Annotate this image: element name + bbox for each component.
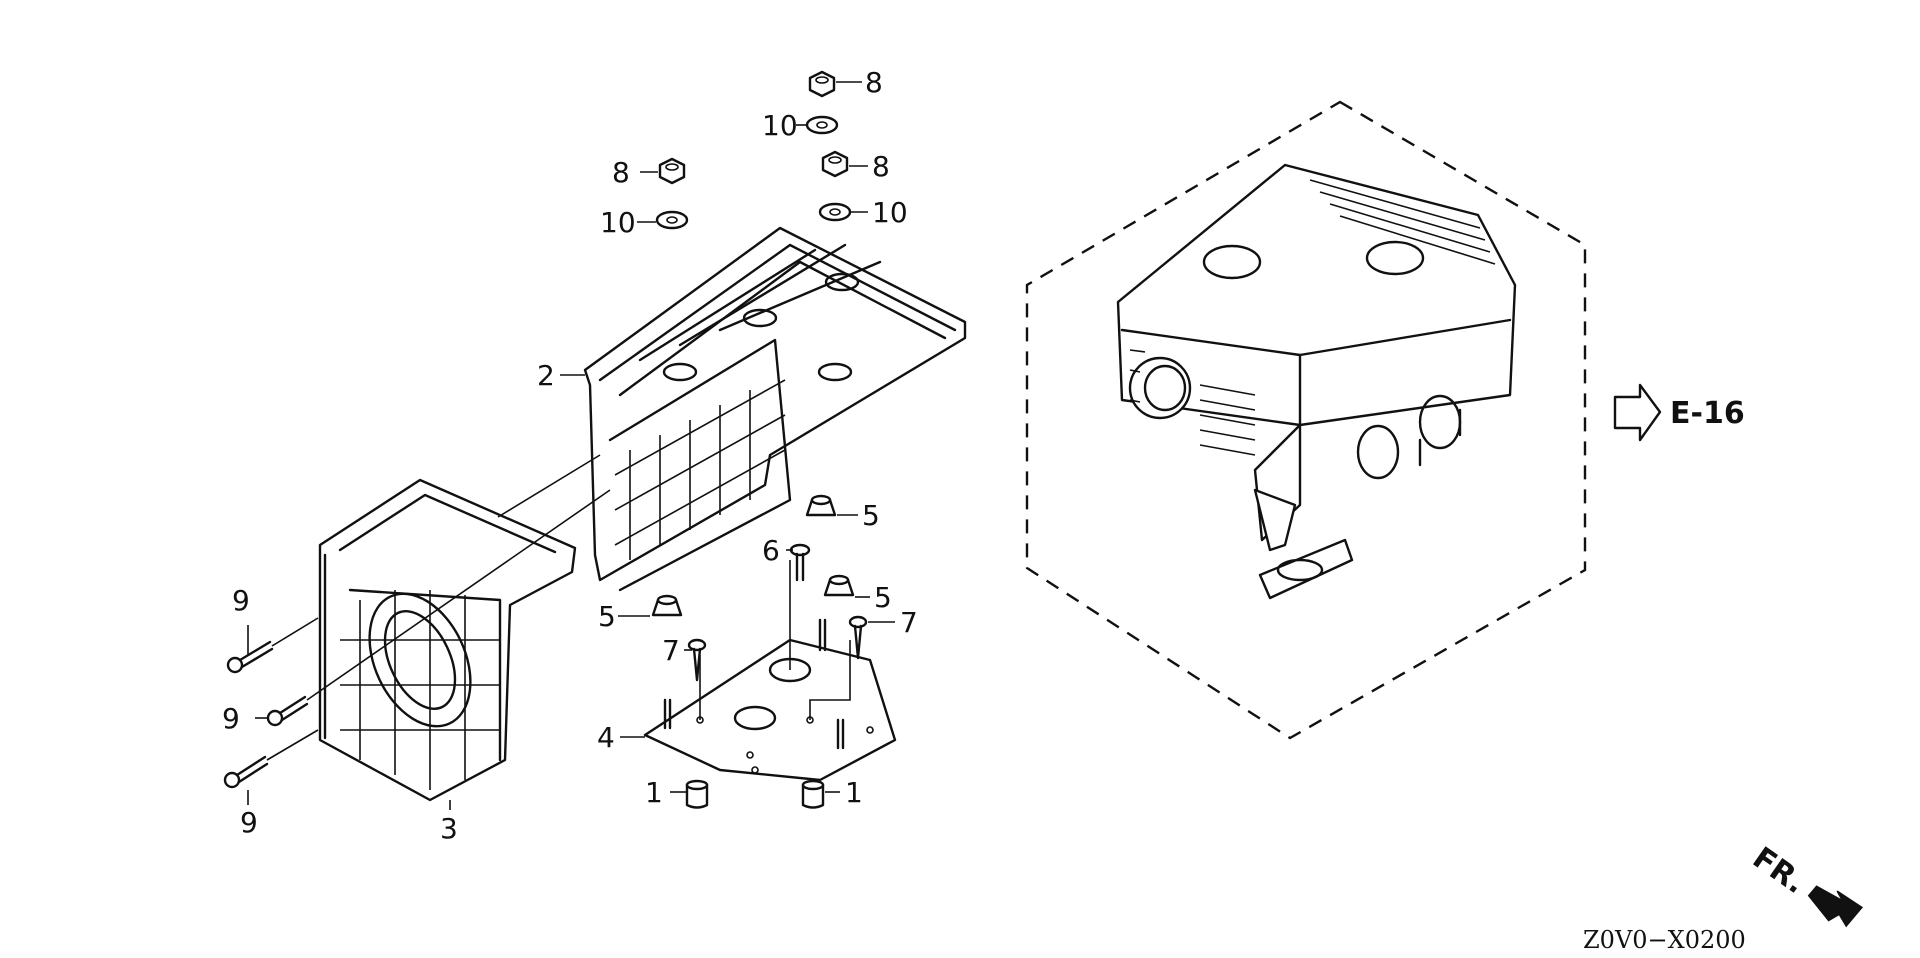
bolt-icon bbox=[223, 755, 269, 789]
callout-7: 7 bbox=[900, 606, 918, 639]
drawing-code: Z0V0−X0200 bbox=[1583, 926, 1746, 954]
callout-10: 10 bbox=[872, 196, 908, 229]
callouts: 8 10 8 8 10 10 2 5 6 5 5 7 7 4 1 1 3 9 9… bbox=[222, 66, 918, 845]
bolt-icon bbox=[226, 640, 274, 674]
washer-icon bbox=[805, 115, 839, 135]
lower-frame bbox=[318, 478, 577, 802]
callout-7: 7 bbox=[662, 634, 680, 667]
callout-9: 9 bbox=[232, 584, 250, 617]
screw-icon bbox=[687, 638, 707, 682]
reference-arrow: E-16 bbox=[1613, 383, 1745, 442]
callout-4: 4 bbox=[597, 721, 615, 754]
washer-icon bbox=[655, 210, 689, 230]
callout-9: 9 bbox=[222, 702, 240, 735]
callout-1: 1 bbox=[845, 776, 863, 809]
callout-10: 10 bbox=[600, 206, 636, 239]
muffler-assembly-group bbox=[1025, 100, 1587, 740]
rubber-mount-icon bbox=[823, 574, 855, 597]
nut-icon bbox=[821, 150, 849, 178]
rubber-mount-icon bbox=[651, 594, 683, 617]
collar-icon bbox=[685, 779, 709, 809]
muffler bbox=[1116, 163, 1517, 600]
direction-label: FR. bbox=[1746, 841, 1812, 902]
upper-bracket bbox=[583, 226, 967, 592]
callout-1: 1 bbox=[645, 776, 663, 809]
bolt-icon bbox=[266, 695, 309, 727]
callout-5: 5 bbox=[862, 499, 880, 532]
nut-icon bbox=[658, 157, 686, 185]
dashed-outline bbox=[1025, 100, 1587, 740]
rubber-mount-icon bbox=[805, 494, 837, 517]
arrow-right-down-icon bbox=[1807, 885, 1864, 928]
hollow-arrow-icon bbox=[1613, 383, 1662, 442]
nut-icon bbox=[808, 70, 836, 98]
callout-8: 8 bbox=[612, 156, 630, 189]
reference-label: E-16 bbox=[1670, 396, 1745, 431]
callout-10: 10 bbox=[762, 109, 798, 142]
front-direction-indicator: FR. bbox=[1746, 841, 1864, 928]
collar-icon bbox=[801, 779, 825, 809]
leader-lines bbox=[247, 81, 895, 810]
washer-icon bbox=[818, 202, 852, 222]
callout-2: 2 bbox=[537, 359, 555, 392]
bolt-icon bbox=[789, 543, 811, 582]
callout-5: 5 bbox=[598, 600, 616, 633]
callout-8: 8 bbox=[872, 150, 890, 183]
base-plate bbox=[643, 560, 897, 782]
hardware bbox=[223, 70, 868, 809]
callout-3: 3 bbox=[440, 812, 458, 845]
callout-9: 9 bbox=[240, 806, 258, 839]
callout-6: 6 bbox=[762, 534, 780, 567]
callout-8: 8 bbox=[865, 66, 883, 99]
screw-icon bbox=[848, 615, 868, 660]
callout-5: 5 bbox=[874, 581, 892, 614]
